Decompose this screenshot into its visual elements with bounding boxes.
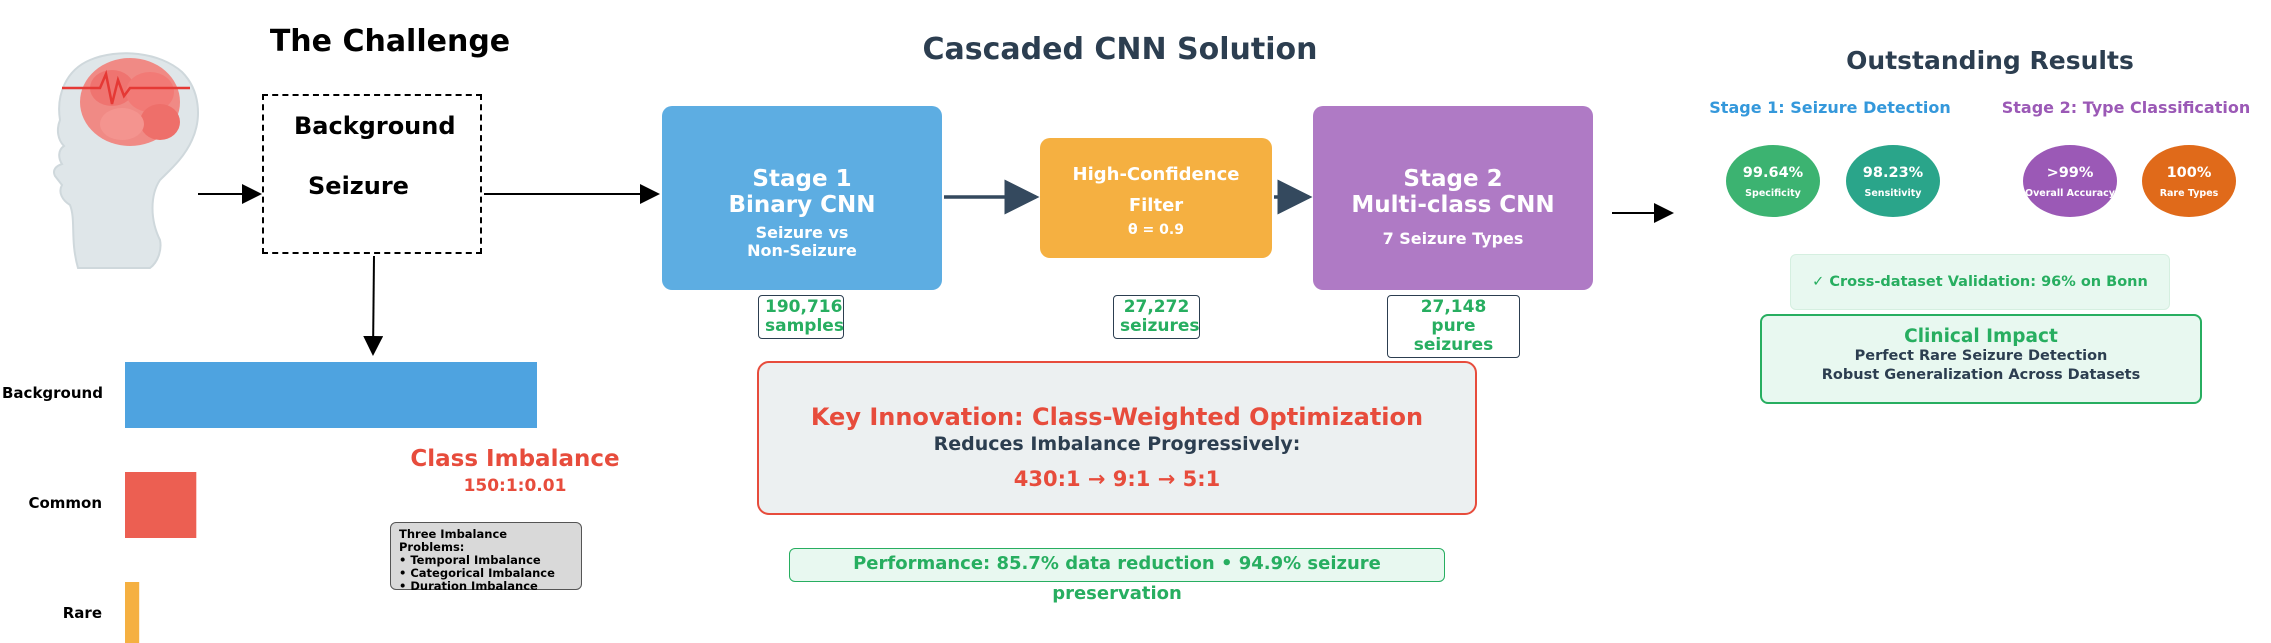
bar-common (125, 472, 197, 538)
filter-subtitle: Filter (1128, 195, 1184, 216)
count-value: 190,716 (765, 297, 843, 317)
results-title: Outstanding Results (1846, 46, 2134, 75)
stage1-desc-line1: Seizure vs (755, 223, 849, 242)
innovation-box: Key Innovation: Class-Weighted Optimizat… (757, 361, 1477, 515)
metric-overall-accuracy: >99% Overall Accuracy (2023, 145, 2117, 217)
bar-label-background: Background (2, 384, 103, 402)
metric-sensitivity: 98.23% Sensitivity (1846, 145, 1940, 217)
head-brain-icon (52, 52, 199, 269)
clinical-title: Clinical Impact (1904, 326, 2058, 347)
metric-specificity: 99.64% Specificity (1726, 145, 1820, 217)
count-samples: 190,716 samples (758, 295, 844, 339)
metric-rare-types: 100% Rare Types (2142, 145, 2236, 217)
seizure-label: Seizure (308, 172, 409, 200)
stage1-results-head: Stage 1: Seizure Detection (1709, 98, 1951, 117)
class-distribution-chart (125, 362, 537, 643)
stage2-desc: 7 Seizure Types (1382, 229, 1524, 248)
imbalance-ratio: 150:1:0.01 (463, 476, 567, 496)
challenge-title: The Challenge (269, 24, 511, 59)
problem-item: • Categorical Imbalance (399, 566, 555, 580)
bar-label-rare: Rare (62, 604, 102, 622)
innovation-ratios: 430:1 → 9:1 → 5:1 (1013, 467, 1221, 491)
count-pure-seizures: 27,148 pure seizures (1387, 295, 1520, 358)
problem-item: • Temporal Imbalance (399, 553, 541, 567)
stage1-desc-line2: Non-Seizure (747, 241, 857, 260)
count-value: 27,148 (1420, 297, 1487, 317)
metric-value: 100% (2166, 165, 2212, 181)
filter-threshold: θ = 0.9 (1128, 222, 1184, 238)
innovation-title: Key Innovation: Class-Weighted Optimizat… (810, 403, 1424, 431)
stage1-subtitle: Binary CNN (728, 192, 876, 218)
filter-box: High-Confidence Filter θ = 0.9 (1040, 138, 1272, 258)
metric-value: 99.64% (1742, 165, 1804, 181)
stage1-box: Stage 1 Binary CNN Seizure vs Non-Seizur… (662, 106, 942, 290)
filter-title: High-Confidence (1072, 164, 1240, 185)
bar-rare (125, 582, 140, 643)
stage2-title: Stage 2 (1403, 166, 1503, 192)
bar-label-common: Common (28, 494, 102, 512)
performance-banner: Performance: 85.7% data reduction • 94.9… (789, 548, 1445, 604)
count-value: 27,272 (1123, 297, 1190, 317)
metric-label: Rare Types (2159, 188, 2219, 199)
clinical-line: Perfect Rare Seizure Detection (1854, 348, 2108, 364)
metric-value: 98.23% (1862, 165, 1924, 181)
problem-item: • Duration Imbalance (399, 579, 538, 593)
stage2-subtitle: Multi-class CNN (1351, 192, 1555, 218)
metric-label: Sensitivity (1864, 188, 1922, 199)
innovation-subtitle: Reduces Imbalance Progressively: (933, 433, 1301, 455)
imbalance-problems-box: Three Imbalance Problems: • Temporal Imb… (390, 522, 582, 593)
cross-validation-banner: ✓ Cross-dataset Validation: 96% on Bonn … (1790, 254, 2170, 344)
count-unit: samples (765, 316, 844, 336)
bar-background (125, 362, 537, 428)
clinical-impact-box: Clinical Impact Perfect Rare Seizure Det… (1760, 314, 2202, 404)
problems-title: Three Imbalance Problems: (399, 527, 508, 554)
clinical-line: Robust Generalization Across Datasets (1821, 367, 2141, 383)
challenge-box: Background Seizure (262, 94, 482, 254)
stage1-title: Stage 1 (752, 166, 852, 192)
stage2-results-head: Stage 2: Type Classification (2001, 98, 2251, 117)
metric-value: >99% (2046, 165, 2094, 181)
count-unit: pure seizures (1413, 316, 1494, 355)
metric-label: Overall Accuracy (2025, 188, 2115, 199)
solution-title: Cascaded CNN Solution (922, 32, 1318, 67)
count-unit: seizures (1120, 316, 1200, 336)
stage2-box: Stage 2 Multi-class CNN 7 Seizure Types (1313, 106, 1593, 290)
metric-label: Specificity (1745, 188, 1801, 199)
imbalance-title: Class Imbalance (410, 446, 620, 472)
count-seizures: 27,272 seizures (1113, 295, 1200, 339)
background-label: Background (294, 112, 456, 140)
